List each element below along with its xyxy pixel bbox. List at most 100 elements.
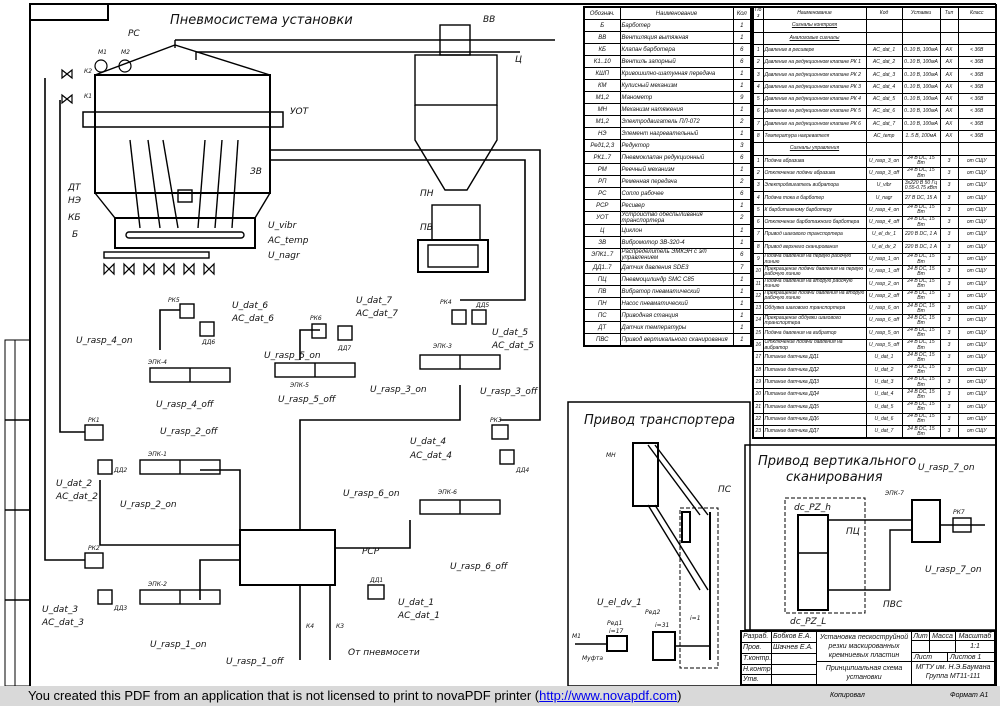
tb-empty: [772, 665, 817, 675]
tb-lit: Лит: [912, 632, 930, 641]
cell: 3: [939, 375, 959, 390]
cell: 2: [732, 175, 752, 188]
tb-check: Пров.: [742, 643, 772, 654]
cell: < 36В: [957, 56, 997, 70]
novapdf-link[interactable]: http://www.novapdf.com: [539, 688, 678, 703]
cell: АХ: [939, 68, 959, 82]
cell: К1..10: [583, 55, 621, 68]
cell: 3: [939, 154, 959, 168]
cell: Кривошипно-шатунная передача: [619, 67, 734, 80]
cell: < 36В: [957, 93, 997, 107]
tb-org-2: Группа МТ11-111: [925, 673, 981, 680]
pneumatic-lines: [44, 78, 541, 660]
cell: КБ: [583, 43, 621, 56]
cell: U_dat_5: [865, 400, 903, 414]
cell: 3: [939, 289, 959, 304]
cell: КШП: [583, 67, 621, 80]
cell: Пневмоклапан редукционный: [619, 151, 734, 164]
legend-header: Обознач.: [583, 6, 621, 20]
cell: [901, 19, 941, 33]
cell: Редуктор: [619, 139, 734, 152]
cell: Подача давления на вибратор: [762, 326, 867, 341]
cell: 24 В DC, 15 Вт: [901, 326, 941, 341]
label-u-rasp-6-on: U_rasp_6_on: [343, 489, 400, 499]
cell: U_rasp_5_off: [865, 339, 903, 353]
cell: АХ: [939, 56, 959, 70]
cell: 24 В DC, 15 Вт: [901, 339, 941, 353]
banner-line: You created this PDF from an application…: [28, 686, 681, 706]
section-row: Сигналы контроля: [752, 19, 997, 33]
tb-name-1: Установка пескоструйной: [819, 634, 909, 641]
label-ac-dat-4: AC_dat_4: [409, 451, 452, 461]
cell: 18: [752, 363, 764, 377]
cell: AC_dat_1: [865, 43, 903, 58]
label-ac-dat-3: AC_dat_3: [41, 618, 84, 628]
label-u-rasp-5-on: U_rasp_5_on: [264, 351, 321, 361]
cell: 20: [752, 388, 764, 402]
cell: Давление в ресивере: [762, 43, 867, 58]
cell: < 36В: [957, 129, 997, 144]
cell: 3: [939, 203, 959, 218]
cell: НЭ: [583, 127, 621, 140]
label-u-dat-7: U_dat_7: [356, 296, 392, 306]
cell: Ресивер: [619, 199, 734, 212]
label-k3: К3: [336, 623, 344, 630]
cell: AC_temp: [865, 129, 903, 144]
tb-dev: Разраб.: [742, 632, 772, 643]
cell: от СЩУ: [957, 191, 997, 205]
cell: от СЩУ: [957, 314, 997, 328]
label-dd6: ДД6: [201, 339, 215, 346]
label-dc-pz-l: dc_PZ_L: [790, 617, 826, 627]
cell: 8: [752, 240, 764, 254]
cell: Датчик давления SDE3: [619, 261, 734, 274]
cell: 3: [939, 412, 959, 427]
cell: 24 В DC, 15 Вт: [901, 252, 941, 267]
cell: 24 В DC, 15 Вт: [901, 412, 941, 427]
cell: AC_dat_6: [865, 105, 903, 119]
cell: 24 В DC, 15 Вт: [901, 400, 941, 414]
label-epk4: ЭПК-4: [147, 359, 167, 366]
label-u-dat-4: U_dat_4: [410, 437, 446, 447]
cell: М1,2: [583, 115, 621, 128]
cell: Отключение подачи давления на вибратор: [762, 339, 867, 353]
label-u-vibr: U_vibr: [268, 221, 298, 231]
label-b: Б: [72, 230, 78, 240]
cell: U_nagr: [865, 191, 903, 205]
label-u-rasp-6-off: U_rasp_6_off: [450, 562, 509, 572]
cell: 220 В DC, 1 А: [901, 240, 941, 254]
cell: РС: [583, 187, 621, 200]
label-m1: М1: [98, 49, 107, 56]
label-k4: К4: [306, 623, 314, 630]
cell: < 36В: [957, 80, 997, 95]
cell: 5: [752, 203, 764, 218]
cell: U_rasp_1_on: [865, 252, 903, 267]
cell: 2: [752, 56, 764, 70]
cell: 22: [752, 412, 764, 427]
cell: [939, 31, 959, 45]
cell: 3: [939, 400, 959, 414]
tb-org-1: МГТУ им. Н.Э.Баумана: [915, 664, 991, 671]
cell: 6: [732, 248, 752, 262]
banner-text: You created this PDF from an application…: [28, 688, 540, 703]
cell: Питание датчика ДД3: [762, 375, 867, 390]
cell: Распределитель ЭМКЭН с э/п управлением: [619, 248, 734, 262]
cell: Подача тока в барботер: [762, 191, 867, 205]
cell: 6: [732, 55, 752, 68]
cell: Ременная передача: [619, 175, 734, 188]
cell: Давление на редукционном клапане РК 1: [762, 56, 867, 70]
label-zv: ЗВ: [250, 167, 262, 177]
transporter-drive: [567, 401, 751, 687]
cell: 24 В DC, 15 Вт: [901, 351, 941, 365]
label-u-dat-6: U_dat_6: [232, 301, 268, 311]
tb-copied: Копировал: [830, 692, 865, 699]
